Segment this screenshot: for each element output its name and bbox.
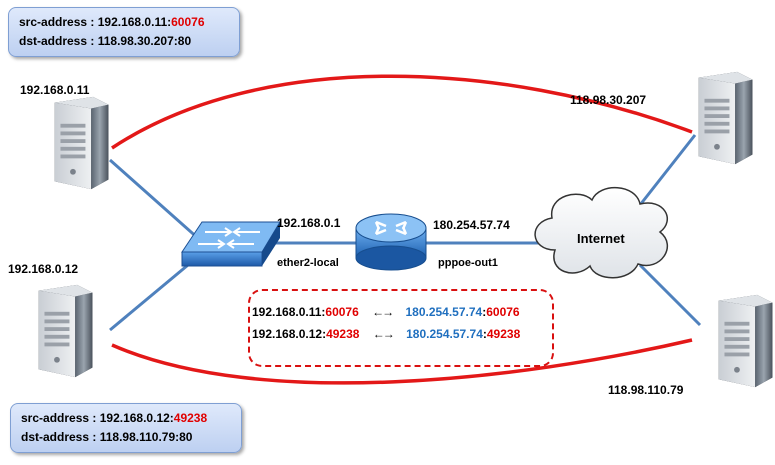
dst-value: 118.98.30.207:80 (97, 34, 192, 48)
nat-table: 192.168.0.11:60076 ←→ 180.254.57.74:6007… (248, 289, 554, 367)
src-address-label: src-address : (21, 411, 97, 425)
router-icon (355, 213, 427, 271)
link-cloud-server1 (638, 134, 697, 206)
nat-local-ip: 192.168.0.11: (252, 305, 326, 319)
src-ip: 192.168.0.11: (97, 15, 172, 29)
nat-row: 192.168.0.12:49238 ←→ 180.254.57.74:4923… (252, 327, 521, 341)
cloud-label: Internet (577, 231, 625, 246)
src-ip: 192.168.0.12: (99, 411, 174, 425)
bidirectional-arrow-icon: ←→ (372, 327, 395, 341)
router-wan-interface: pppoe-out1 (438, 257, 498, 269)
flow-pc1-server1 (111, 74, 693, 150)
cloud-icon (534, 186, 669, 279)
nat-local-port: 49238 (326, 327, 360, 341)
nat-public-port: 60076 (486, 305, 520, 319)
link-pc1-switch (109, 158, 201, 242)
src-address-label: src-address : (19, 15, 95, 29)
router-lan-interface: ether2-local (277, 257, 339, 269)
dst-value: 118.98.110.79:80 (99, 430, 193, 444)
link-pc2-switch (109, 253, 201, 332)
flow-pc2-server2 (111, 338, 693, 385)
nat-local-port: 60076 (325, 305, 359, 319)
switch-icon (181, 221, 281, 267)
nat-row: 192.168.0.11:60076 ←→ 180.254.57.74:6007… (252, 305, 520, 319)
dst-address-label: dst-address : (19, 34, 95, 48)
server-tower-icon (38, 284, 93, 378)
nat-public-port: 49238 (486, 327, 521, 341)
pc1-ip-label: 192.168.0.11 (20, 83, 90, 97)
server1-ip-label: 118.98.30.207 (570, 93, 647, 107)
server-tower-icon (718, 294, 773, 388)
src-port: 49238 (173, 411, 208, 425)
bidirectional-arrow-icon: ←→ (372, 305, 394, 319)
bottom-dst-row: dst-address : 118.98.110.79:80 (21, 428, 231, 447)
lan-links (109, 134, 702, 332)
src-port: 60076 (171, 15, 205, 29)
link-cloud-server2 (638, 263, 702, 327)
bottom-src-row: src-address : 192.168.0.12:49238 (21, 409, 231, 428)
nat-local-ip: 192.168.0.12: (252, 327, 327, 341)
router-lan-ip: 192.168.0.1 (277, 216, 341, 230)
top-dst-row: dst-address : 118.98.30.207:80 (19, 32, 229, 51)
nat-public-ip: 180.254.57.74 (406, 327, 483, 341)
nat-public-ip: 180.254.57.74 (405, 305, 483, 319)
top-packet-box: src-address : 192.168.0.11:60076 dst-add… (8, 7, 240, 57)
server-tower-icon (698, 71, 753, 165)
bottom-packet-box: src-address : 192.168.0.12:49238 dst-add… (10, 403, 242, 453)
router-wan-ip: 180.254.57.74 (433, 218, 510, 232)
top-src-row: src-address : 192.168.0.11:60076 (19, 13, 229, 32)
pc2-ip-label: 192.168.0.12 (8, 262, 79, 276)
server-tower-icon (54, 96, 109, 190)
server2-ip-label: 118.98.110.79 (608, 383, 684, 397)
dst-address-label: dst-address : (21, 430, 97, 444)
